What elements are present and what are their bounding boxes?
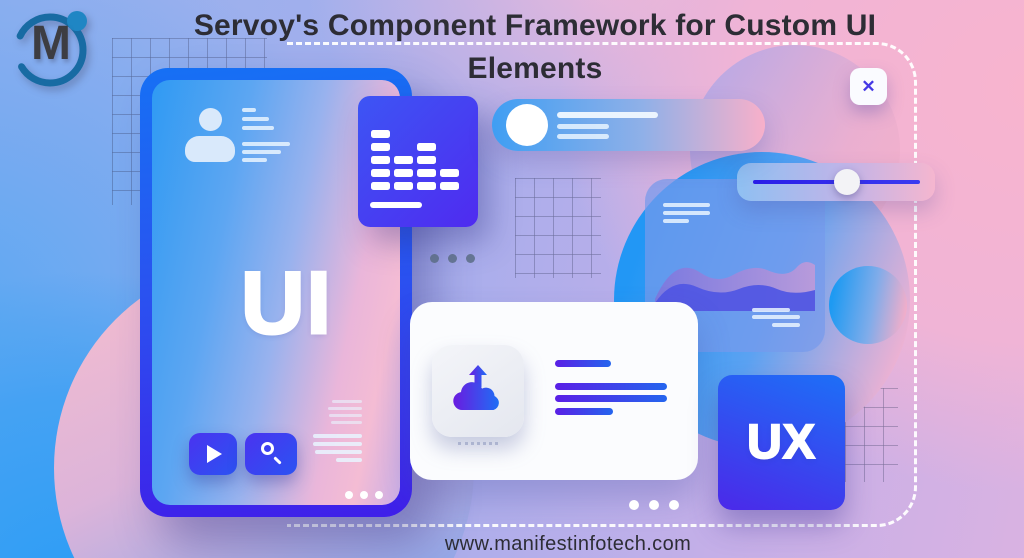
wave-chart-illustration (655, 261, 815, 311)
upload-card (410, 302, 698, 480)
skeleton-line (752, 308, 790, 312)
close-icon: ✕ (861, 76, 876, 96)
equalizer-bar (417, 182, 436, 190)
page-title: Servoy's Component Framework for Custom … (170, 4, 900, 90)
decor-dotted-line (458, 442, 498, 445)
skeleton-line (772, 323, 800, 327)
skeleton-line (555, 395, 667, 402)
skeleton-line (328, 407, 362, 410)
avatar-icon (185, 136, 235, 162)
equalizer-bar (417, 169, 436, 177)
skeleton-line (557, 134, 609, 139)
decor-dot (430, 254, 439, 263)
skeleton-line (242, 158, 267, 162)
search-button[interactable] (245, 433, 297, 475)
equalizer-bar (440, 182, 459, 190)
company-logo: M (8, 6, 100, 94)
skeleton-line (555, 383, 667, 390)
pagination-dot (345, 491, 353, 499)
skeleton-line (557, 112, 658, 118)
equalizer-bar (371, 130, 390, 138)
skeleton-line (242, 150, 281, 154)
slider-control[interactable] (737, 163, 935, 201)
ux-label: UX (746, 415, 816, 470)
equalizer-bar (371, 169, 390, 177)
decor-small-gradient-circle (829, 266, 907, 344)
skeleton-line (555, 408, 613, 415)
equalizer-bar (371, 156, 390, 164)
decor-dot (649, 500, 659, 510)
title-line-2: Elements (467, 52, 603, 85)
skeleton-line (663, 203, 710, 207)
equalizer-bar (371, 182, 390, 190)
equalizer-bar (394, 169, 413, 177)
skeleton-line (313, 442, 362, 446)
logo-letter: M (31, 17, 71, 70)
skeleton-line (555, 360, 611, 367)
pagination-dot (360, 491, 368, 499)
close-button[interactable]: ✕ (850, 68, 887, 105)
upload-button[interactable] (432, 345, 524, 437)
skeleton-line (332, 400, 362, 403)
skeleton-line (663, 211, 710, 215)
search-icon (261, 442, 285, 466)
play-icon (207, 445, 222, 463)
title-line-1: Servoy's Component Framework for Custom … (193, 9, 877, 42)
skeleton-line (242, 126, 274, 130)
decor-dot (448, 254, 457, 263)
skeleton-line (313, 434, 362, 438)
pagination-dot (375, 491, 383, 499)
avatar-icon (199, 108, 222, 131)
skeleton-line (331, 421, 362, 424)
equalizer-bar (417, 156, 436, 164)
upload-cloud-icon (453, 365, 499, 410)
skeleton-line (752, 315, 800, 319)
equalizer-card (358, 96, 478, 227)
phone-mockup: UI (140, 68, 412, 517)
website-url: www.manifestinfotech.com (444, 533, 692, 555)
ui-label: UI (240, 252, 333, 354)
skeleton-line (336, 458, 362, 462)
skeleton-line (557, 124, 609, 129)
decor-dot (629, 500, 639, 510)
play-button[interactable] (189, 433, 237, 475)
skeleton-line (242, 142, 290, 146)
phone-screen: UI (152, 80, 400, 505)
equalizer-underline (370, 202, 422, 208)
skeleton-line (242, 108, 256, 112)
equalizer-bar (417, 143, 436, 151)
equalizer-bar (440, 169, 459, 177)
equalizer-bar (371, 143, 390, 151)
skeleton-line (663, 219, 689, 223)
equalizer-bar (394, 156, 413, 164)
skeleton-line (329, 414, 362, 417)
logo-ring-icon (13, 11, 87, 87)
decor-dot (466, 254, 475, 263)
skeleton-line (242, 117, 269, 121)
search-bar[interactable] (492, 99, 765, 151)
equalizer-bar (394, 182, 413, 190)
decor-grid-center (515, 178, 601, 278)
search-knob (506, 104, 548, 146)
decor-dot (669, 500, 679, 510)
skeleton-line (315, 450, 362, 454)
ux-badge: UX (718, 375, 845, 510)
slider-handle[interactable] (834, 169, 860, 195)
dashed-border-frame (287, 42, 917, 527)
